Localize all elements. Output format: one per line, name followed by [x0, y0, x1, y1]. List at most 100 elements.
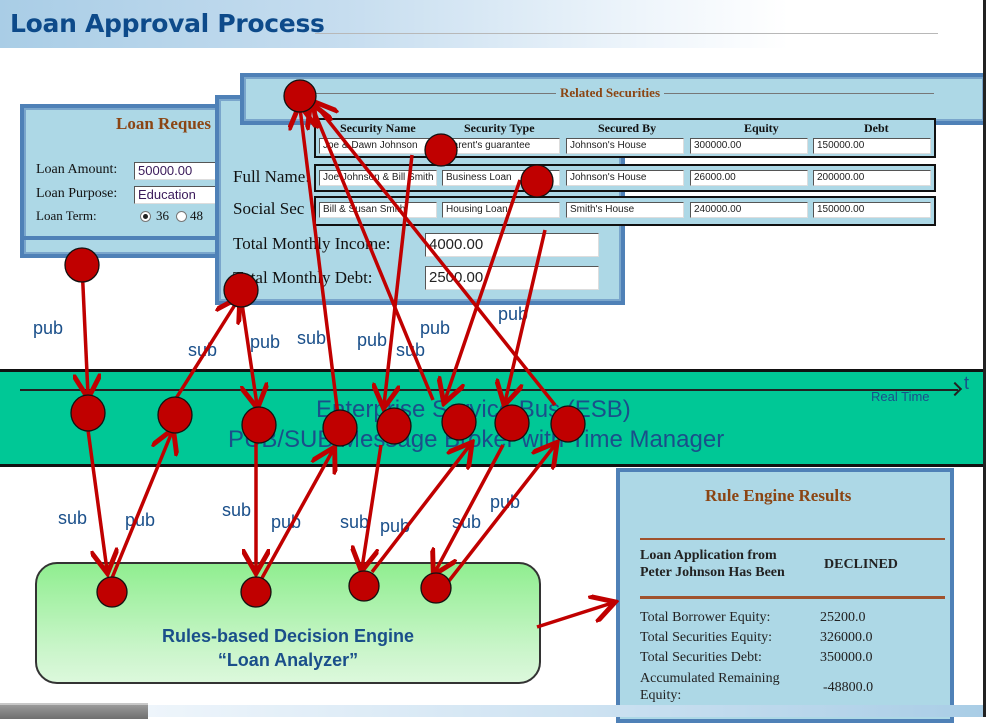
flow-label: sub	[222, 500, 252, 520]
term-48-radio[interactable]	[176, 211, 187, 222]
security-type-cell[interactable]: Housing Loan	[442, 202, 560, 218]
page-title: Loan Approval Process	[10, 9, 325, 38]
results-bottom-rule	[640, 596, 945, 599]
loan-amount-label: Loan Amount:	[36, 162, 118, 177]
flow-label: pub	[250, 332, 281, 352]
table-row: Joe Johnson & Bill Smith Business Loan J…	[314, 164, 936, 192]
monthly-debt-label: Total Monthly Debt:	[233, 268, 373, 287]
message-node	[424, 133, 458, 167]
window-edge	[983, 0, 986, 717]
col-header-security-name: Security Name	[340, 121, 416, 135]
term-48-label: 48	[190, 208, 203, 223]
message-node	[550, 405, 586, 443]
flow-arrow	[435, 444, 505, 572]
header-divider	[315, 33, 938, 34]
equity-cell[interactable]: 300000.00	[690, 138, 808, 154]
results-title: Rule Engine Results	[705, 486, 852, 505]
social-security-label: Social Sec	[233, 199, 305, 218]
flow-arrow	[82, 264, 88, 395]
flow-arrow	[362, 444, 383, 568]
term-36-label: 36	[156, 208, 169, 223]
flow-label: pub	[33, 318, 64, 338]
flow-arrow	[505, 229, 547, 402]
flow-label: pub	[357, 330, 388, 350]
metric-label: Accumulated Remaining Equity:	[640, 671, 780, 703]
secured-by-cell[interactable]: Johnson's House	[566, 170, 684, 186]
table-row: Bill & Susan Smith Housing Loan Smith's …	[314, 196, 936, 226]
message-node	[64, 247, 100, 283]
metric-label: Total Securities Equity:	[640, 630, 772, 645]
flow-label: sub	[297, 328, 327, 348]
metric-label: Total Securities Debt:	[640, 650, 762, 665]
flow-arrow	[312, 106, 435, 401]
secured-by-cell[interactable]: Smith's House	[566, 202, 684, 218]
col-header-debt: Debt	[864, 121, 889, 135]
loan-term-label: Loan Term:	[36, 208, 97, 223]
flow-label: sub	[396, 340, 426, 360]
flow-label: pub	[271, 512, 302, 532]
real-time-caption: Real Time	[871, 389, 930, 404]
flow-arrow	[443, 445, 555, 588]
message-node	[283, 79, 317, 113]
secured-by-cell[interactable]: Johnson's House	[566, 138, 684, 154]
flow-arrow	[86, 429, 107, 570]
rule-engine-results-panel: Rule Engine Results Loan Application fro…	[616, 468, 954, 723]
term-36-radio[interactable]	[140, 211, 151, 222]
flow-label: pub	[420, 318, 451, 338]
loan-purpose-label: Loan Purpose:	[36, 186, 118, 201]
loan-request-title: Loan Reques	[116, 114, 211, 133]
loan-request-footer-bar	[20, 236, 230, 240]
metric-value: 326000.0	[820, 630, 873, 645]
monthly-debt-input[interactable]: 2500.00	[425, 266, 599, 290]
flow-arrow	[173, 300, 238, 401]
related-securities-title: Related Securities	[556, 85, 665, 101]
equity-cell[interactable]: 26000.00	[690, 170, 808, 186]
message-node	[520, 164, 554, 198]
metric-value: -48800.0	[823, 680, 874, 695]
col-header-equity: Equity	[744, 121, 779, 135]
metric-value: 25200.0	[820, 610, 866, 625]
slide-header: Loan Approval Process	[0, 0, 986, 48]
equity-cell[interactable]: 240000.00	[690, 202, 808, 218]
metric-label: Total Borrower Equity:	[640, 610, 771, 625]
radio-dot	[143, 214, 148, 219]
securities-table: Security Name Security Type Secured By E…	[314, 118, 936, 226]
metric-value: 350000.0	[820, 650, 873, 665]
time-axis-label: t	[964, 373, 970, 393]
monthly-income-input[interactable]: 4000.00	[425, 233, 599, 257]
decision-status: DECLINED	[824, 557, 898, 572]
col-header-secured-by: Secured By	[598, 121, 657, 135]
securities-header-row: Security Name Security Type Secured By E…	[314, 118, 936, 136]
flow-arrow	[238, 289, 257, 405]
engine-alias: “Loan Analyzer”	[217, 650, 359, 670]
message-node	[157, 396, 193, 434]
decision-text-line2: Peter Johnson Has Been	[640, 565, 785, 580]
message-node	[70, 394, 106, 432]
monthly-income-label: Total Monthly Income:	[233, 234, 391, 253]
engine-name: Rules-based Decision Engine	[161, 626, 415, 646]
slide-footer	[148, 705, 983, 717]
debt-cell[interactable]: 150000.00	[813, 138, 931, 154]
time-axis	[20, 389, 958, 391]
flow-arrow	[370, 445, 470, 574]
debt-cell[interactable]: 150000.00	[813, 202, 931, 218]
results-top-rule	[640, 538, 945, 540]
decision-text-line1: Loan Application from	[640, 548, 777, 563]
security-type-cell[interactable]: Parent's guarantee	[442, 138, 560, 154]
flow-arrow	[260, 450, 333, 579]
col-header-security-type: Security Type	[464, 121, 535, 135]
flow-label: sub	[340, 512, 370, 532]
full-name-label: Full Name:	[233, 167, 310, 186]
message-node	[322, 409, 358, 447]
debt-cell[interactable]: 200000.00	[813, 170, 931, 186]
message-node	[420, 572, 452, 604]
taskbar-fragment	[0, 703, 148, 719]
message-node	[441, 403, 477, 441]
flow-arrow	[110, 432, 172, 579]
message-node	[240, 576, 272, 608]
flow-label: pub	[498, 304, 529, 324]
flow-arrow	[300, 108, 340, 416]
message-node	[96, 576, 128, 608]
message-node	[494, 404, 530, 442]
